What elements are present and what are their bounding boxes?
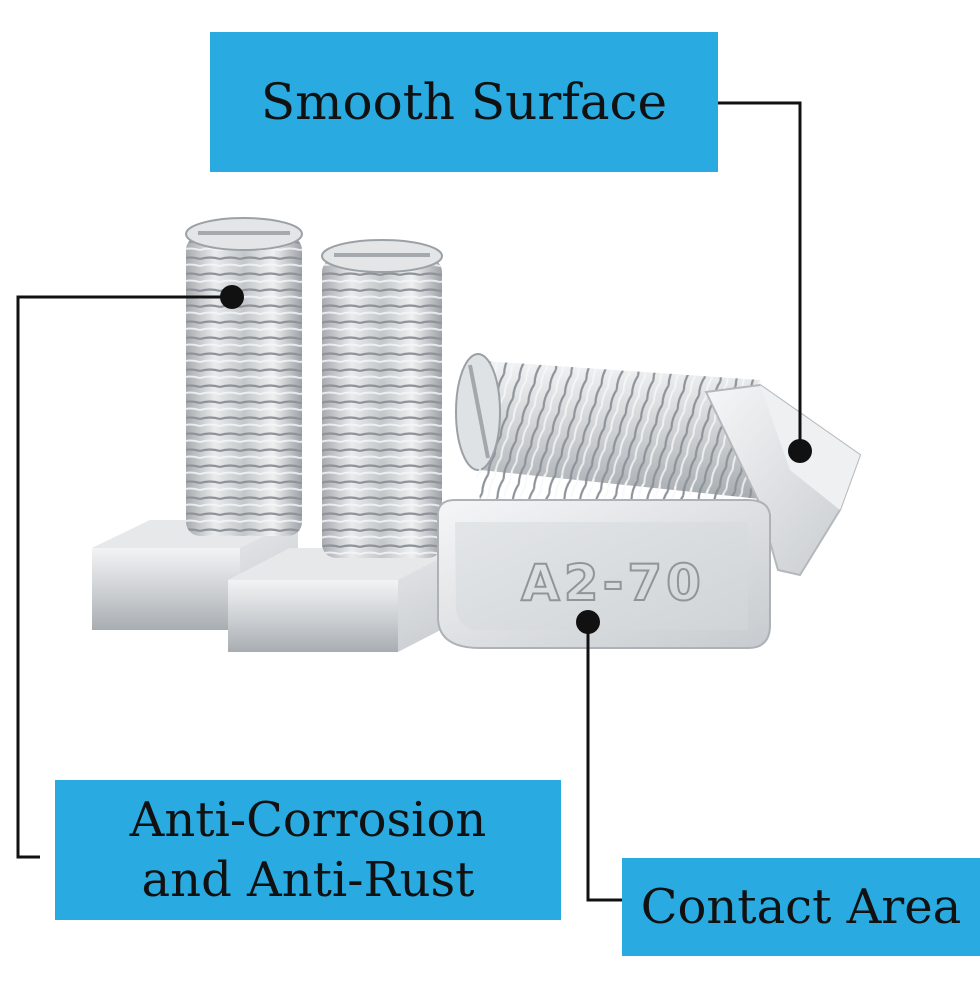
t-bolt-lying <box>455 353 862 577</box>
callout-contact-area: Contact Area <box>622 858 980 956</box>
callout-dot-anti-corrosion <box>220 285 244 309</box>
leader-line-smooth <box>718 101 802 451</box>
callout-smooth-surface-text: Smooth Surface <box>260 73 668 131</box>
callout-dot-smooth <box>788 439 812 463</box>
t-bolt-front: A2-70 <box>437 468 771 649</box>
callout-dot-contact <box>576 610 600 634</box>
leader-lines <box>16 101 802 902</box>
t-bolt-middle <box>228 239 460 652</box>
t-bolt-left <box>92 217 303 630</box>
callout-contact-area-text: Contact Area <box>640 879 962 935</box>
leader-line-contact <box>586 622 622 902</box>
callout-smooth-surface: Smooth Surface <box>210 32 718 172</box>
callout-anti-corrosion-line2: and Anti-Rust <box>141 852 475 908</box>
callout-anti-corrosion: Anti-Corrosion and Anti-Rust <box>55 780 561 920</box>
leader-line-anti-corrosion <box>16 295 232 859</box>
engraving-text: A2-70 <box>521 554 705 612</box>
callout-anti-corrosion-line1: Anti-Corrosion <box>129 792 487 848</box>
